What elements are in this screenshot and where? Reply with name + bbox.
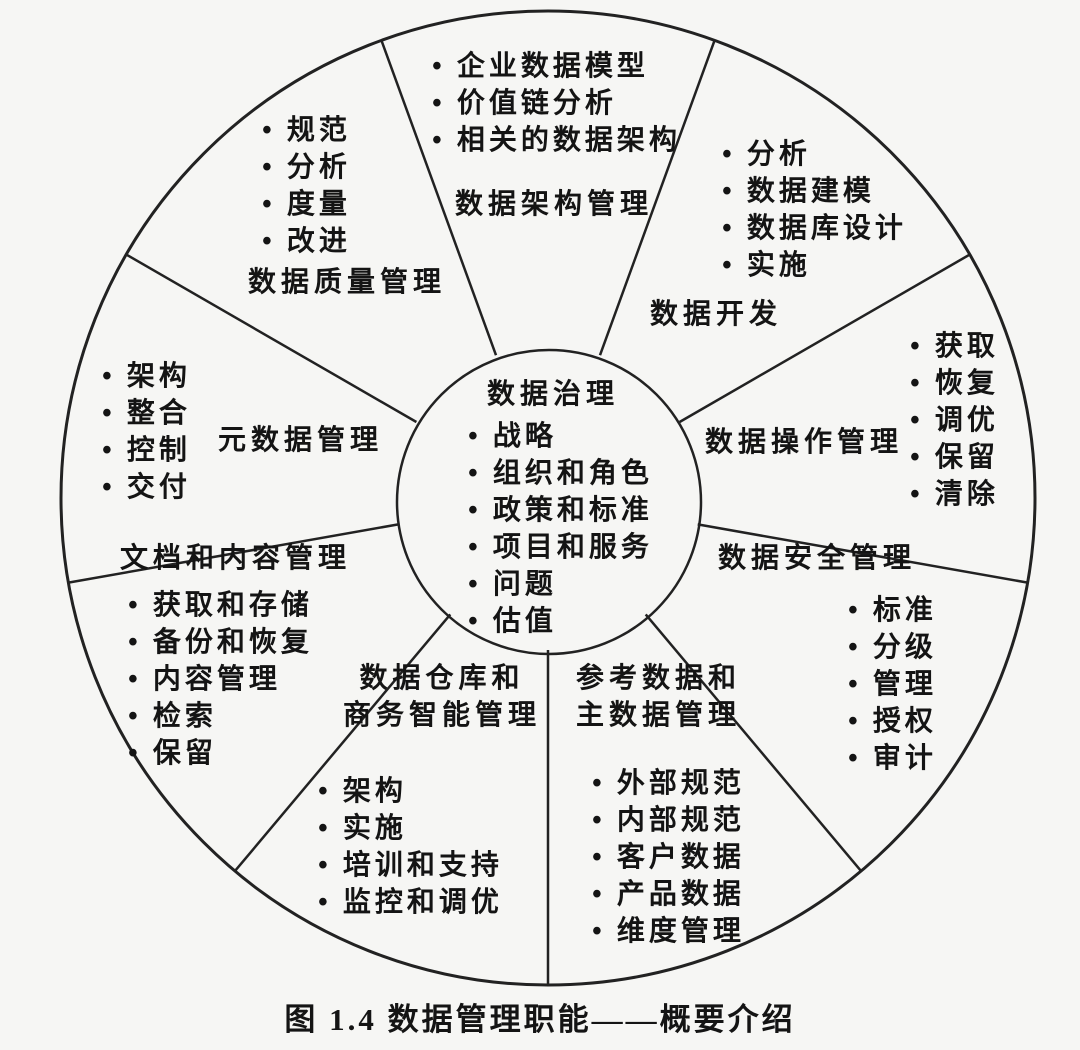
list-item: 授权 xyxy=(848,703,937,740)
list-item: 架构 xyxy=(318,773,503,810)
list-item: 控制 xyxy=(102,432,191,469)
sector-title-development: 数据开发 xyxy=(650,299,783,330)
list-item: 恢复 xyxy=(910,365,999,402)
list-item: 交付 xyxy=(102,469,191,506)
list-item: 企业数据模型 xyxy=(432,48,681,85)
center-items: 战略 组织和角色 政策和标准 项目和服务 问题 估值 xyxy=(468,418,653,640)
sector-title-security: 数据安全管理 xyxy=(718,543,917,574)
list-item: 检索 xyxy=(128,698,313,735)
list-item: 数据建模 xyxy=(722,173,907,210)
sector-title-operations: 数据操作管理 xyxy=(705,427,904,458)
sector-items-development: 分析 数据建模 数据库设计 实施 xyxy=(722,136,907,284)
sector-items-reference-master: 外部规范 内部规范 客户数据 产品数据 维度管理 xyxy=(592,765,745,950)
list-item: 保留 xyxy=(910,439,999,476)
sector-divider-line xyxy=(233,613,452,872)
list-item: 标准 xyxy=(848,592,937,629)
figure-caption: 图 1.4 数据管理职能——概要介绍 xyxy=(284,1002,796,1037)
list-item: 估值 xyxy=(468,603,653,640)
list-item: 客户数据 xyxy=(592,839,745,876)
sector-items-quality: 规范 分析 度量 改进 xyxy=(262,112,351,260)
list-item: 架构 xyxy=(102,358,191,395)
list-item: 维度管理 xyxy=(592,913,745,950)
list-item: 整合 xyxy=(102,395,191,432)
sector-divider-line xyxy=(598,39,716,356)
list-item: 分析 xyxy=(262,149,351,186)
list-item: 获取和存储 xyxy=(128,587,313,624)
sector-items-document-content: 获取和存储 备份和恢复 内容管理 检索 保留 xyxy=(128,587,313,772)
sector-divider-line xyxy=(68,523,399,584)
list-item: 内部规范 xyxy=(592,802,745,839)
list-item: 政策和标准 xyxy=(468,492,653,529)
sector-items-warehouse-bi: 架构 实施 培训和支持 监控和调优 xyxy=(318,773,503,921)
center-title: 数据治理 xyxy=(486,379,619,410)
sector-divider-line xyxy=(678,253,971,424)
list-item: 实施 xyxy=(318,810,503,847)
list-item: 相关的数据架构 xyxy=(432,122,681,159)
sector-items-security: 标准 分级 管理 授权 审计 xyxy=(848,592,937,777)
list-item: 项目和服务 xyxy=(468,529,653,566)
list-item: 备份和恢复 xyxy=(128,624,313,661)
list-item: 分级 xyxy=(848,629,937,666)
sector-title-document-content: 文档和内容管理 xyxy=(120,543,352,574)
list-item: 培训和支持 xyxy=(318,847,503,884)
sector-title-architecture: 数据架构管理 xyxy=(455,189,654,220)
sector-divider-lines xyxy=(68,39,1028,985)
sector-title-reference-master: 参考数据和 主数据管理 xyxy=(575,663,741,731)
list-item: 获取 xyxy=(910,328,999,365)
list-item: 调优 xyxy=(910,402,999,439)
list-item: 实施 xyxy=(722,247,907,284)
list-item: 数据库设计 xyxy=(722,210,907,247)
list-item: 问题 xyxy=(468,566,653,603)
list-item: 产品数据 xyxy=(592,876,745,913)
sector-divider-line xyxy=(697,523,1028,584)
list-item: 度量 xyxy=(262,186,351,223)
list-item: 价值链分析 xyxy=(432,85,681,122)
list-item: 审计 xyxy=(848,740,937,777)
list-item: 监控和调优 xyxy=(318,884,503,921)
sector-items-architecture: 企业数据模型 价值链分析 相关的数据架构 xyxy=(432,48,681,159)
list-item: 清除 xyxy=(910,476,999,513)
list-item: 改进 xyxy=(262,223,351,260)
list-item: 组织和角色 xyxy=(468,455,653,492)
list-item: 保留 xyxy=(128,735,313,772)
list-item: 管理 xyxy=(848,666,937,703)
sector-title-warehouse-bi: 数据仓库和 商务智能管理 xyxy=(342,663,541,731)
list-item: 规范 xyxy=(262,112,351,149)
sector-title-metadata: 元数据管理 xyxy=(218,425,384,456)
sector-items-metadata: 架构 整合 控制 交付 xyxy=(102,358,191,506)
sector-divider-line xyxy=(644,613,863,872)
sector-items-operations: 获取 恢复 调优 保留 清除 xyxy=(910,328,999,513)
list-item: 外部规范 xyxy=(592,765,745,802)
sector-divider-line xyxy=(380,39,498,356)
sector-title-quality: 数据质量管理 xyxy=(248,267,447,298)
sector-divider-line xyxy=(125,253,418,424)
list-item: 分析 xyxy=(722,136,907,173)
list-item: 内容管理 xyxy=(128,661,313,698)
list-item: 战略 xyxy=(468,418,653,455)
